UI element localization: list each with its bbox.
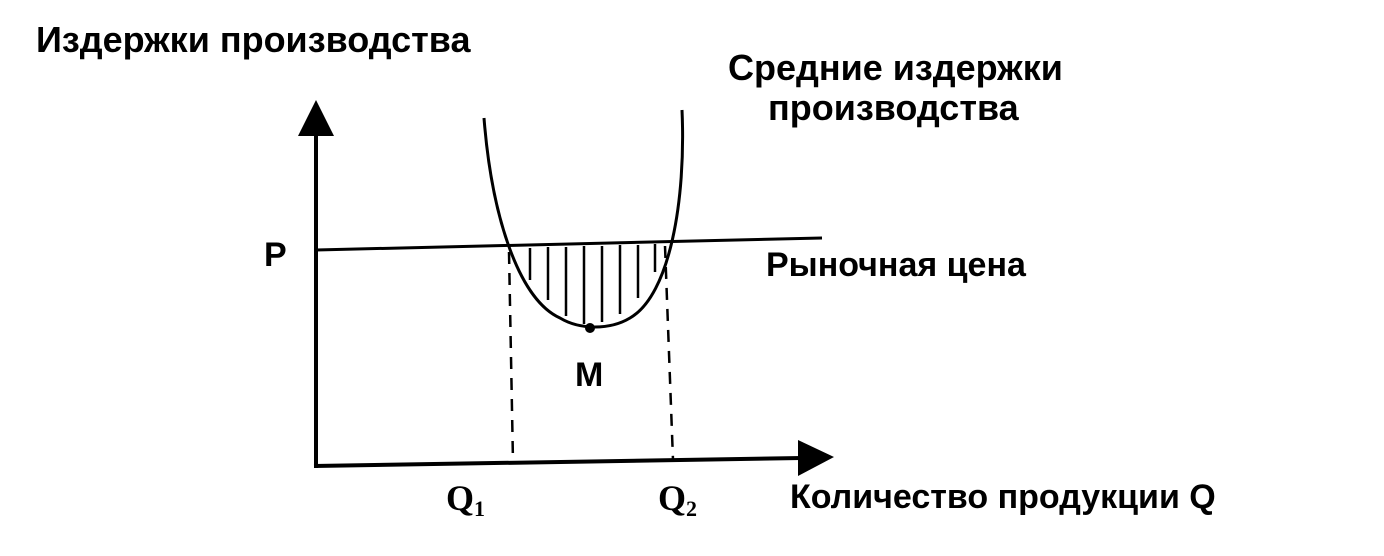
x-axis-arrowhead — [798, 440, 834, 476]
q1-label-base: Q — [446, 478, 474, 518]
price-label: P — [264, 236, 287, 274]
curve-label-line2: производства — [768, 87, 1020, 128]
q1-label-sub: 1 — [474, 496, 485, 521]
x-axis — [313, 456, 803, 468]
minimum-point-m — [585, 323, 595, 333]
q2-dashed-line — [663, 245, 675, 461]
x-axis-label: Количество продукции Q — [790, 478, 1216, 516]
average-cost-curve — [482, 109, 685, 329]
curve-label-line1: Средние издержки — [728, 47, 1063, 88]
loss-area-hatching — [528, 244, 657, 324]
q1-dashed-line — [507, 251, 515, 463]
market-price-line — [315, 236, 823, 252]
q2-label-base: Q — [658, 478, 686, 518]
q2-label: Q2 — [658, 478, 697, 521]
market-price-label: Рыночная цена — [766, 246, 1027, 284]
min-point-label: M — [575, 356, 603, 394]
q1-label: Q1 — [446, 478, 485, 521]
y-axis-arrowhead — [298, 100, 334, 136]
q2-label-sub: 2 — [686, 496, 697, 521]
y-axis-label: Издержки производства — [36, 19, 471, 60]
